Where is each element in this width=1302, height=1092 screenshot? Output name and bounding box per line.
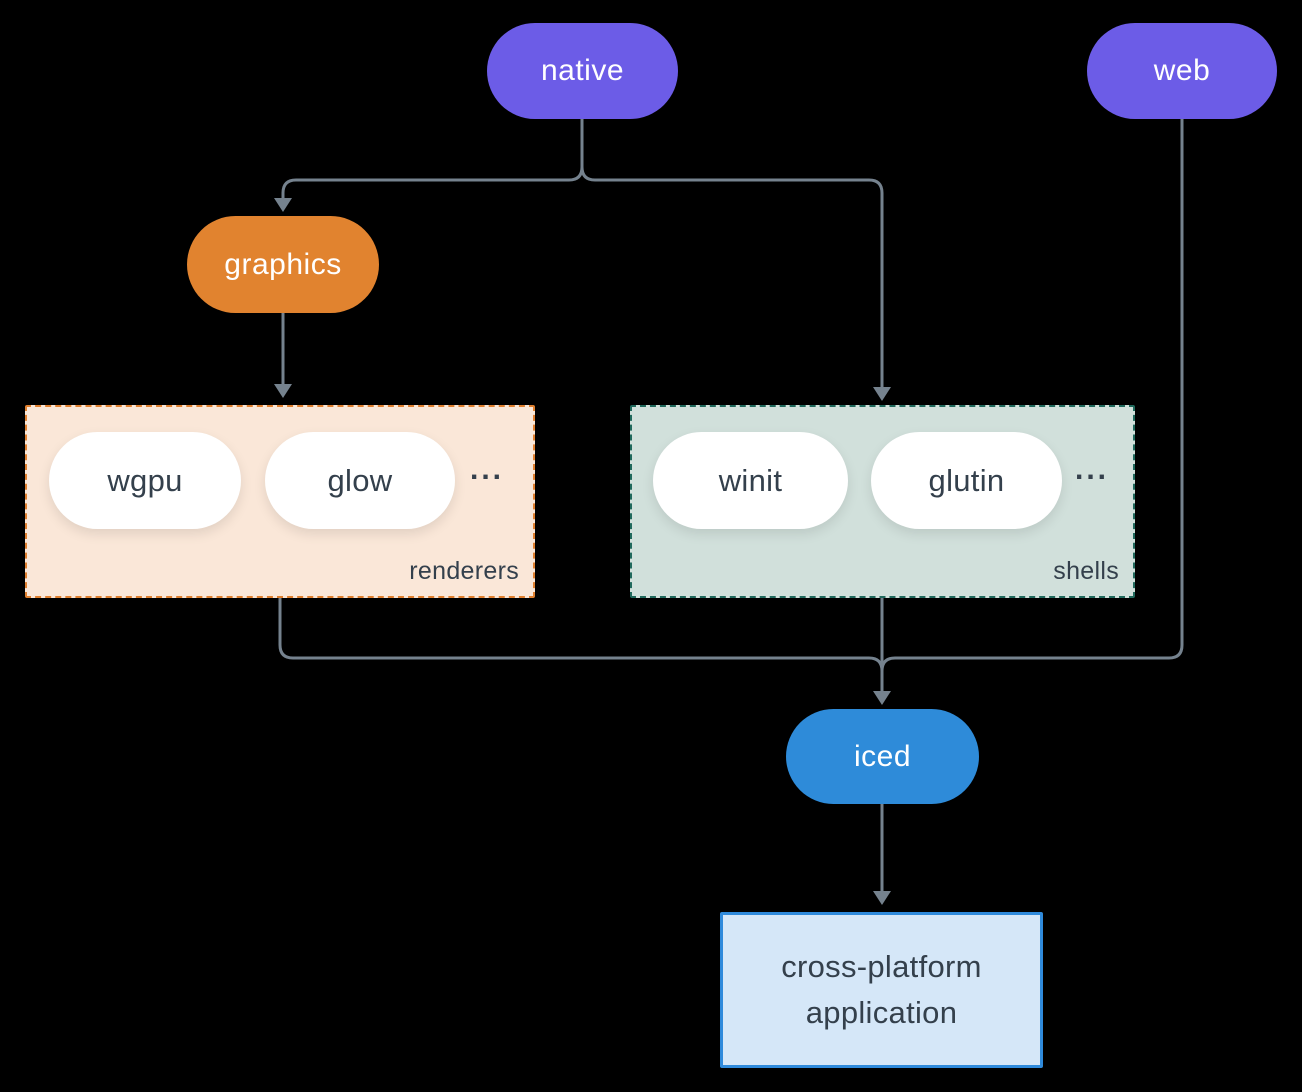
arrowhead-into-graphics	[274, 198, 292, 212]
arrowhead-into-renderers	[274, 384, 292, 398]
node-glutin-label: glutin	[928, 462, 1005, 498]
edge-renderers-to-iced	[278, 598, 884, 680]
shells-group-label: shells	[1053, 557, 1119, 585]
arrowhead-into-iced	[873, 691, 891, 705]
node-cross-platform-application: cross-platform application	[720, 912, 1043, 1068]
arrowhead-into-application	[873, 891, 891, 905]
node-winit: winit	[653, 432, 848, 529]
shells-group: winit glutin ... shells	[630, 405, 1135, 598]
renderers-ellipsis: ...	[469, 453, 504, 486]
node-glow-label: glow	[327, 462, 393, 498]
node-glutin: glutin	[871, 432, 1062, 529]
node-web: web	[1087, 23, 1277, 119]
node-native: native	[487, 23, 678, 119]
node-iced: iced	[786, 709, 979, 804]
edge-native-to-shells	[580, 119, 884, 387]
shells-ellipsis: ...	[1074, 453, 1109, 486]
arrowhead-into-shells	[873, 387, 891, 401]
edge-native-to-graphics	[281, 119, 584, 198]
node-graphics: graphics	[187, 216, 379, 313]
node-winit-label: winit	[718, 462, 783, 498]
node-native-label: native	[540, 54, 625, 87]
node-glow: glow	[265, 432, 455, 529]
node-cross-platform-application-label: cross-platform application	[781, 949, 982, 1030]
node-iced-label: iced	[853, 739, 912, 773]
node-wgpu-label: wgpu	[107, 462, 183, 498]
node-graphics-label: graphics	[224, 247, 342, 281]
node-web-label: web	[1153, 54, 1211, 87]
node-wgpu: wgpu	[49, 432, 241, 529]
renderers-group-label: renderers	[409, 557, 519, 585]
renderers-group: wgpu glow ... renderers	[25, 405, 535, 598]
